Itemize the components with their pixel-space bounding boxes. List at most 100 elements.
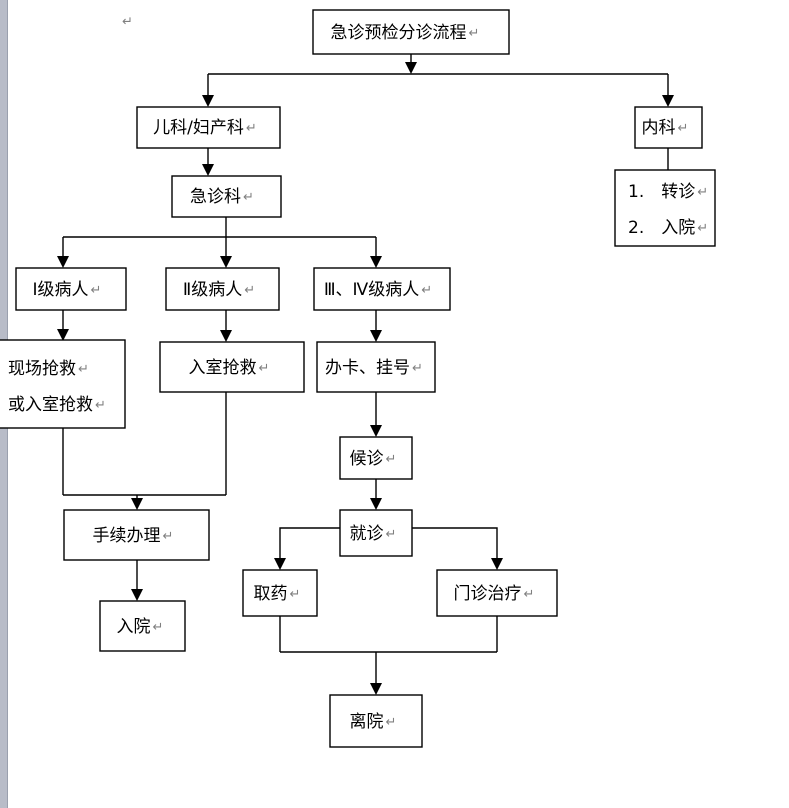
node-level34-patient[interactable]: Ⅲ、Ⅳ级病人↵: [313, 267, 451, 311]
pilcrow-mark: ↵: [78, 362, 89, 377]
node-discharge[interactable]: 离院↵: [329, 694, 423, 748]
pilcrow-mark: ↵: [697, 221, 708, 236]
node-pediatrics-obstetrics[interactable]: 儿科/妇产科↵: [136, 106, 281, 149]
svg-text:就诊↵: 就诊↵: [350, 524, 397, 544]
node-label-level34-patient: Ⅲ、Ⅳ级病人: [324, 280, 419, 300]
svg-text:Ⅱ级病人↵: Ⅱ级病人↵: [183, 280, 255, 300]
connectors: [57, 54, 674, 695]
node-card-registration[interactable]: 办卡、挂号↵: [316, 341, 436, 393]
svg-text:门诊治疗↵: 门诊治疗↵: [454, 584, 535, 604]
svg-text:儿科/妇产科↵: 儿科/妇产科↵: [153, 118, 257, 138]
stray-pilcrow-mark: ↵: [122, 15, 133, 30]
edge-consult-to-outpatient-treatment: [412, 527, 498, 559]
pilcrow-mark: ↵: [244, 283, 255, 298]
pilcrow-mark: ↵: [386, 452, 397, 467]
pilcrow-mark: ↵: [153, 620, 164, 635]
pilcrow-mark: ↵: [259, 361, 270, 376]
arrowhead-to-waiting: [370, 425, 382, 437]
edge-consult-to-pharmacy: [279, 527, 340, 559]
node-consultation[interactable]: 就诊↵: [339, 509, 413, 557]
node-hospital-admission[interactable]: 入院↵: [99, 600, 186, 652]
svg-text:Ⅰ级病人↵: Ⅰ级病人↵: [33, 280, 102, 300]
arrowhead-to-procedures: [131, 498, 143, 510]
edge-triage-bus: [62, 236, 377, 257]
svg-text:离院↵: 离院↵: [350, 712, 397, 732]
svg-text:取药↵: 取药↵: [254, 584, 301, 604]
pilcrow-mark: ↵: [243, 190, 254, 205]
pilcrow-mark: ↵: [95, 398, 106, 413]
svg-text:急诊预检分诊流程↵: 急诊预检分诊流程↵: [331, 23, 480, 43]
arrowhead-to-level34: [370, 256, 382, 268]
arrowhead-to-pediatrics: [202, 95, 214, 107]
node-onsite-or-room-rescue[interactable]: 现场抢救↵ 或入室抢救↵: [0, 339, 126, 429]
edge-top-bus: [207, 73, 669, 96]
svg-text:内科↵: 内科↵: [642, 118, 689, 138]
pilcrow-mark: ↵: [91, 283, 102, 298]
node-label-hospital-admission: 入院: [117, 617, 151, 637]
edge-discharge-merge-bar: [280, 651, 497, 684]
arrowhead-to-internal-medicine: [662, 95, 674, 107]
node-triage-process-title[interactable]: 急诊预检分诊流程↵: [312, 9, 510, 55]
node-label-outpatient-treatment: 门诊治疗: [454, 584, 522, 604]
svg-text:现场抢救↵: 现场抢救↵: [8, 359, 89, 379]
node-outpatient-treatment[interactable]: 门诊治疗↵: [436, 569, 558, 617]
node-label-level1-patient: Ⅰ级病人: [33, 280, 89, 300]
node-label-room-rescue: 入室抢救: [189, 358, 257, 378]
pilcrow-mark: ↵: [163, 529, 174, 544]
svg-text:入院↵: 入院↵: [117, 617, 164, 637]
node-label-pharmacy-pickup: 取药: [254, 584, 288, 604]
node-label-card-registration: 办卡、挂号: [325, 358, 410, 378]
pilcrow-mark: ↵: [421, 283, 432, 298]
node-label-consultation: 就诊: [350, 524, 384, 544]
svg-text:办卡、挂号↵: 办卡、挂号↵: [325, 358, 423, 378]
pilcrow-mark: ↵: [697, 185, 708, 200]
arrowhead-to-registration: [370, 330, 382, 342]
svg-text:候诊↵: 候诊↵: [350, 449, 397, 469]
node-label-pediatrics-obstetrics: 儿科/妇产科: [153, 118, 244, 138]
pilcrow-mark: ↵: [290, 587, 301, 602]
node-label-admission-item: 2. 入院: [628, 218, 695, 238]
node-waiting-for-consultation[interactable]: 候诊↵: [339, 436, 413, 480]
node-label-discharge: 离院: [350, 712, 384, 732]
pilcrow-mark: ↵: [386, 527, 397, 542]
arrowhead-to-consultation: [370, 498, 382, 510]
arrowhead-to-room-rescue: [220, 330, 232, 342]
node-level1-patient[interactable]: Ⅰ级病人↵: [15, 267, 127, 311]
node-label-or-room-rescue: 或入室抢救: [8, 395, 93, 415]
arrowhead-title-down: [405, 62, 417, 74]
node-label-procedure-handling: 手续办理: [93, 526, 161, 546]
node-room-rescue[interactable]: 入室抢救↵: [159, 341, 305, 393]
pilcrow-mark: ↵: [386, 715, 397, 730]
svg-text:Ⅲ、Ⅳ级病人↵: Ⅲ、Ⅳ级病人↵: [324, 280, 432, 300]
node-label-internal-medicine: 内科: [642, 118, 676, 138]
pilcrow-mark: ↵: [678, 121, 689, 136]
node-emergency-department[interactable]: 急诊科↵: [171, 175, 282, 218]
svg-text:入室抢救↵: 入室抢救↵: [189, 358, 270, 378]
pilcrow-mark: ↵: [469, 26, 480, 41]
arrowhead-to-level1: [57, 256, 69, 268]
arrowhead-to-level2: [220, 256, 232, 268]
svg-text:2. 入院↵: 2. 入院↵: [628, 218, 708, 238]
arrowhead-to-pharmacy: [274, 558, 286, 570]
arrowhead-to-discharge: [370, 683, 382, 695]
node-level2-patient[interactable]: Ⅱ级病人↵: [165, 267, 280, 311]
node-label-emergency-department: 急诊科: [190, 187, 241, 207]
node-procedure-handling[interactable]: 手续办理↵: [63, 509, 210, 561]
pilcrow-mark: ↵: [412, 361, 423, 376]
pilcrow-mark: ↵: [524, 587, 535, 602]
node-label-waiting: 候诊: [350, 449, 384, 469]
node-label-referral: 1. 转诊: [628, 182, 695, 202]
node-internal-medicine[interactable]: 内科↵: [634, 106, 703, 149]
arrowhead-to-admission: [131, 589, 143, 601]
node-pharmacy-pickup[interactable]: 取药↵: [242, 569, 318, 617]
node-referral-admission-list[interactable]: 1. 转诊↵ 2. 入院↵: [614, 169, 716, 247]
node-label-onsite-rescue: 现场抢救: [8, 359, 76, 379]
svg-text:急诊科↵: 急诊科↵: [190, 187, 254, 207]
arrowhead-to-emergency-dept: [202, 164, 214, 176]
pilcrow-mark: ↵: [246, 121, 257, 136]
node-label-title: 急诊预检分诊流程: [331, 23, 467, 43]
arrowhead-to-outpatient-treatment: [491, 558, 503, 570]
arrowhead-to-onsite-rescue: [57, 329, 69, 341]
